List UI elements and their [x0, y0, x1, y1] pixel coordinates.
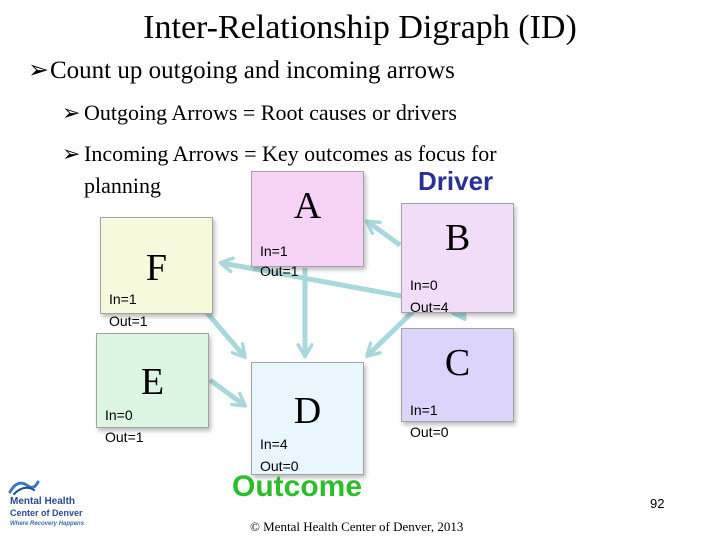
node-out-count: Out=0: [410, 424, 449, 440]
arrow-e-to-d: [208, 377, 248, 408]
outcome-label: Outcome: [232, 470, 363, 503]
bullet-arrow-icon: ➢: [28, 57, 49, 84]
bullet-text: Count up outgoing and incoming arrows: [50, 57, 455, 84]
node-e: E In=0 Out=1: [96, 333, 209, 445]
driver-label: Driver: [418, 166, 494, 196]
bullet-text: Outgoing Arrows = Root causes or drivers: [84, 100, 457, 125]
node-out-count: Out=0: [260, 458, 299, 474]
arrow-b-to-a: [364, 219, 402, 248]
bullet-arrow-icon: ➢: [62, 100, 81, 125]
node-letter: C: [444, 342, 471, 384]
node-in-count: In=1: [410, 402, 438, 418]
node-in-count: In=0: [410, 277, 438, 293]
node-a: A In=1 Out=1: [251, 171, 364, 279]
node-d: D In=4 Out=0: [251, 362, 364, 475]
node-out-count: Out=1: [260, 263, 299, 279]
bullet-text: Incoming Arrows = Key outcomes as focus …: [84, 141, 497, 166]
slide-title: Inter-Relationship Digraph (ID): [143, 9, 577, 46]
node-out-count: Out=1: [105, 429, 144, 445]
node-out-count: Out=1: [109, 313, 148, 329]
node-in-count: In=0: [105, 407, 133, 423]
bullet-arrow-icon: ➢: [62, 141, 81, 166]
logo-line1: Mental Health: [10, 496, 76, 507]
node-b: B In=0 Out=4: [401, 203, 514, 315]
node-letter: A: [293, 185, 322, 227]
node-letter: E: [140, 361, 165, 403]
node-out-count: Out=4: [410, 299, 449, 315]
node-c: C In=1 Out=0: [401, 328, 514, 440]
node-letter: D: [293, 390, 322, 432]
node-letter: F: [145, 247, 168, 289]
node-in-count: In=1: [260, 243, 288, 259]
bullet-continuation: planning: [84, 173, 161, 198]
node-in-count: In=4: [260, 436, 288, 452]
copyright-text: © Mental Health Center of Denver, 2013: [250, 519, 464, 534]
mhcd-logo: Mental Health Center of Denver Where Rec…: [4, 470, 88, 534]
bullet-level1: ➢Count up outgoing and incoming arrows: [28, 57, 455, 85]
node-letter: B: [444, 217, 471, 259]
bullet-level2: ➢Incoming Arrows = Key outcomes as focus…: [62, 140, 497, 168]
node-in-count: In=1: [109, 291, 137, 307]
logo-wave-icon: [8, 480, 40, 495]
node-f: F In=1 Out=1: [100, 217, 213, 329]
bullet-level2: ➢Outgoing Arrows = Root causes or driver…: [62, 99, 457, 127]
page-number: 92: [650, 496, 665, 511]
logo-line2: Center of Denver: [10, 508, 83, 518]
logo-tagline: Where Recovery Happens: [10, 521, 85, 527]
